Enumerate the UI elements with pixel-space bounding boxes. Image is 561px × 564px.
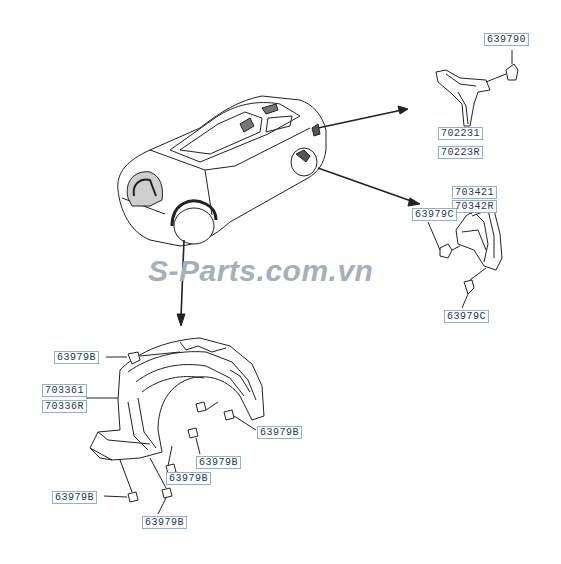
clip [188, 428, 198, 438]
leader-line [86, 398, 118, 399]
fender-liner-part [136, 365, 244, 396]
leader-line [462, 294, 468, 308]
car-body [118, 96, 326, 246]
fender-liner-part [98, 432, 150, 444]
leader-line [196, 438, 200, 454]
fender-liner-part [142, 377, 204, 392]
fender-liner-part [90, 448, 112, 460]
car-window [180, 112, 262, 154]
wheel [174, 208, 214, 244]
part-number: 63979B [196, 456, 241, 469]
part-number: 639790 [484, 33, 529, 46]
bracket-part [458, 92, 468, 124]
bracket-part [446, 74, 476, 86]
part-number: 703421 [452, 186, 497, 199]
leader-line [234, 416, 256, 430]
leader-line [106, 357, 127, 358]
part-number: 70336R [42, 400, 87, 413]
part-number: 703361 [42, 384, 87, 397]
car-line [150, 128, 310, 170]
part-number: 63979B [54, 351, 99, 364]
leader-line [470, 268, 486, 280]
leader-line [120, 460, 132, 492]
leader-line [486, 74, 506, 82]
part-number: 63979C [412, 208, 457, 221]
rear-liner [262, 104, 278, 114]
pointer-arrow [318, 168, 414, 202]
leader-line [140, 352, 180, 356]
leader-line [206, 402, 218, 410]
part-number: 63979B [257, 426, 302, 439]
part-number: 70342R [452, 200, 497, 213]
part-number: 63979B [52, 491, 97, 504]
fender-liner-part [180, 342, 226, 352]
part-number: 63979B [142, 516, 187, 529]
wheel [291, 148, 317, 176]
clip [128, 492, 138, 502]
fender-liner-part [90, 338, 264, 460]
rear-liner [240, 118, 254, 132]
part-number: 702231 [438, 127, 483, 140]
leader-line [428, 222, 440, 250]
arrow-head [408, 198, 420, 206]
fender-liner-part [138, 398, 156, 448]
fender-liner-part [230, 370, 250, 392]
clip [224, 410, 234, 420]
watermark: S-Parts.com.vn [148, 254, 373, 288]
clip [506, 64, 518, 80]
fender-liner [134, 180, 156, 196]
clip [162, 488, 172, 498]
car-roof [170, 103, 300, 162]
clip [440, 244, 452, 258]
clip [128, 352, 140, 364]
clip [196, 402, 206, 412]
bracket-part [436, 70, 490, 126]
fender-liner-part [128, 352, 256, 400]
arrow-head [398, 106, 408, 114]
arrow-head [177, 314, 185, 326]
fender-liner [172, 201, 216, 226]
leader-line [168, 446, 172, 466]
part-number: 63979B [166, 472, 211, 485]
leader-line [158, 498, 166, 514]
liner-part [472, 210, 494, 258]
liner-part [476, 214, 488, 262]
fender-liner [127, 172, 162, 206]
leader-line [512, 50, 513, 64]
leader-line [150, 458, 166, 488]
leader-line [452, 246, 460, 250]
rear-liner [296, 150, 310, 162]
leader-line [470, 213, 472, 214]
part-number: 70223R [438, 146, 483, 159]
part-number: 63979C [444, 310, 489, 323]
pointer-arrow [318, 110, 402, 128]
clip [464, 280, 474, 294]
liner-part [462, 230, 486, 250]
rear-bracket [312, 124, 320, 136]
car-window [266, 116, 292, 132]
leader-line [104, 496, 127, 497]
